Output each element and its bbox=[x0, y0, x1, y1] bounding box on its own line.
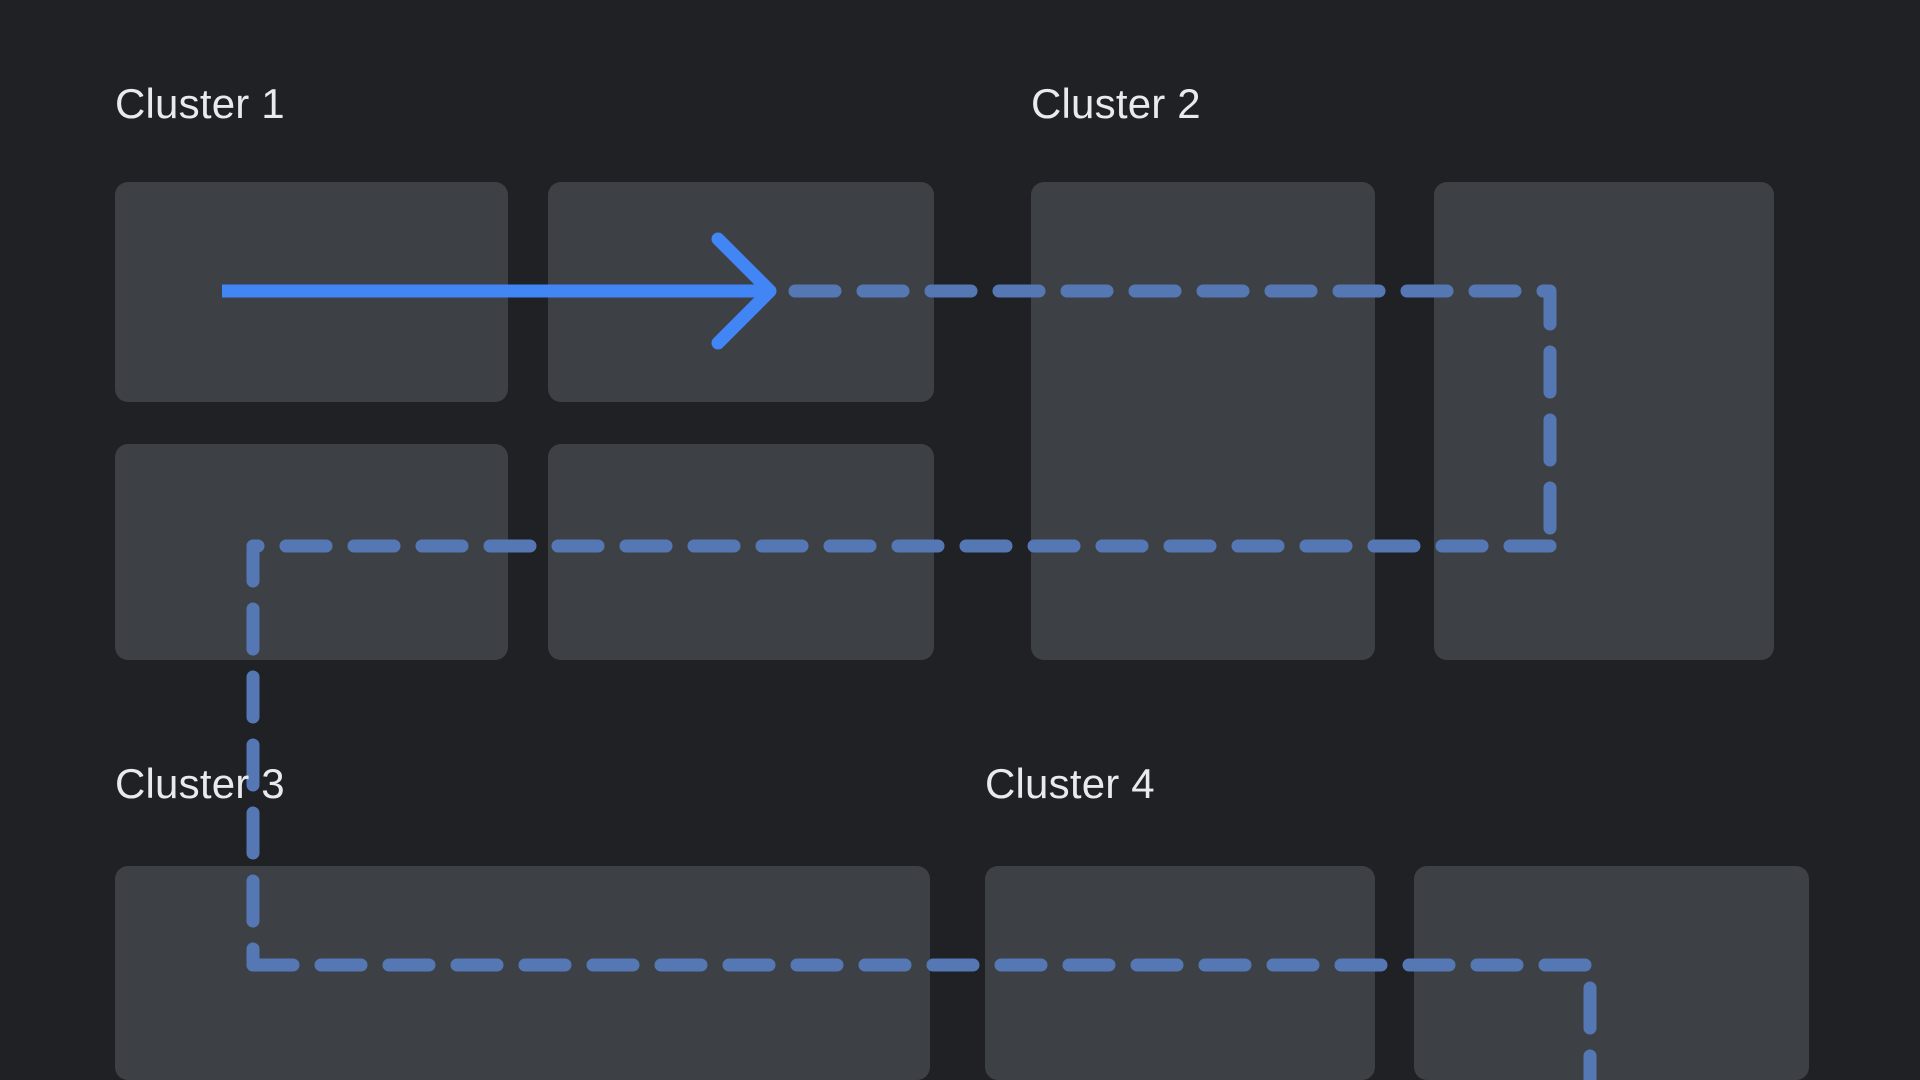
edge-edge-row2-back-to-left[interactable] bbox=[246, 539, 1557, 972]
cluster-title-1: Cluster 1 bbox=[115, 80, 285, 127]
cluster-title-2: Cluster 2 bbox=[1031, 80, 1201, 127]
node-card[interactable] bbox=[1414, 866, 1809, 1080]
node-card[interactable] bbox=[548, 444, 934, 660]
edge-edge-row1-to-right-elbow[interactable] bbox=[788, 284, 1557, 553]
edge-edge-bottom-row-to-cluster4[interactable] bbox=[246, 958, 1597, 1080]
node-card[interactable] bbox=[985, 866, 1375, 1080]
cluster-title-3: Cluster 3 bbox=[115, 760, 285, 807]
node-card[interactable] bbox=[1031, 182, 1375, 660]
node-card[interactable] bbox=[115, 866, 930, 1080]
node-card[interactable] bbox=[1434, 182, 1774, 660]
cluster-title-4: Cluster 4 bbox=[985, 760, 1155, 807]
